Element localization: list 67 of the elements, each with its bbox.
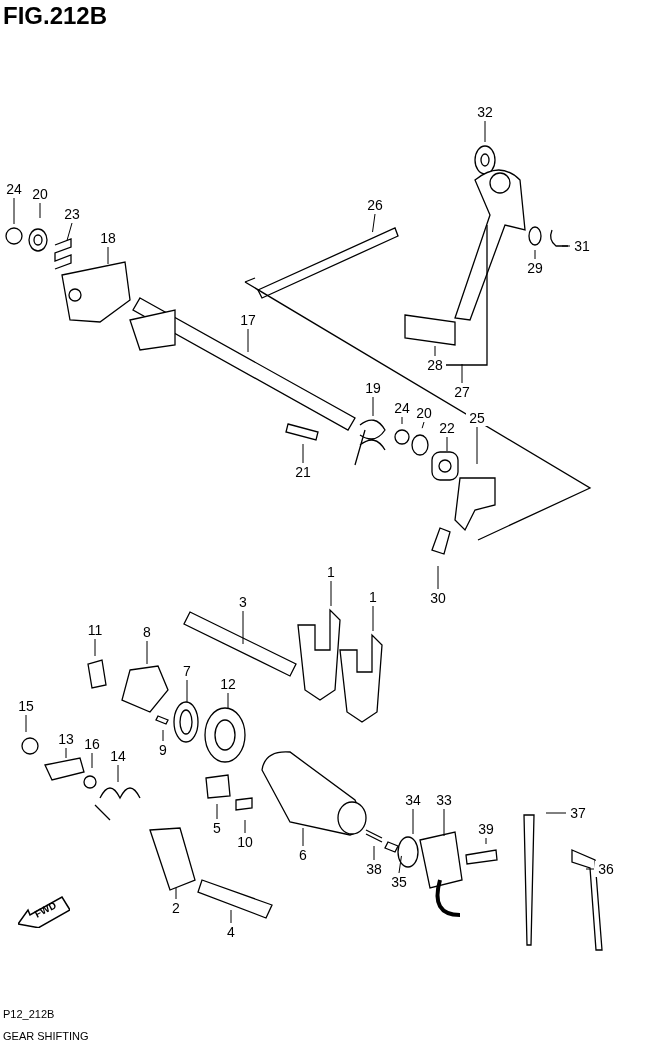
leader-line [91,752,93,769]
leader-line [401,416,403,425]
leader-line [13,197,15,225]
leader-line [227,692,229,709]
leader-line [66,222,73,241]
leader-line [545,812,567,814]
leader-line [94,638,96,657]
callout-number: 32 [474,104,496,120]
leader-line [373,845,375,861]
callout-number: 25 [466,410,488,426]
figure-caption: GEAR SHIFTING [3,1030,89,1042]
leader-line [561,245,571,247]
leader-line [244,819,246,834]
callout-number: 33 [433,792,455,808]
leader-line [461,363,463,384]
leader-line [230,909,232,924]
leader-line [476,426,478,465]
leader-line [242,610,244,645]
leader-line [372,213,376,233]
leader-line [446,436,448,452]
callout-number: 28 [424,357,446,373]
leader-line [330,580,332,607]
leader-line [175,887,177,900]
leader-line [162,729,164,742]
callout-number: 26 [364,197,386,213]
leader-line [398,855,402,874]
leader-line [186,679,188,703]
callout-number: 34 [402,792,424,808]
leader-line [534,249,536,260]
leader-line [412,808,414,835]
callout-number: 20 [29,186,51,202]
leader-line [437,565,439,590]
callout-number: 39 [475,821,497,837]
leader-line [25,714,27,733]
leader-line [216,803,218,820]
leader-line [302,827,304,847]
callout-number: 27 [451,384,473,400]
callout-number: 20 [413,405,435,421]
callout-number: 21 [292,464,314,480]
callout-number: 30 [427,590,449,606]
callout-number: 23 [61,206,83,222]
callout-number: 24 [391,400,413,416]
leader-line [117,764,119,783]
leader-line [421,421,425,429]
leader-line [585,868,595,870]
leader-line [247,328,249,353]
leader-line [146,640,148,665]
leader-line [443,808,445,837]
leader-line [39,202,41,219]
leader-line [484,120,486,143]
leader-line [372,396,374,417]
callout-number: 24 [3,181,25,197]
leader-line [302,443,304,464]
callout-number: 35 [388,874,410,890]
callout-number: 38 [363,861,385,877]
leader-line [372,605,374,632]
callout-number: 36 [595,861,617,877]
callout-number: 37 [567,805,589,821]
figure-title: FIG.212B [3,2,108,30]
leader-line [434,345,436,357]
leader-line [65,747,67,759]
callout-number: 31 [571,238,593,254]
figure-code: P12_212B [3,1008,55,1020]
leader-line [107,246,109,265]
leader-line [485,837,487,845]
callout-number: 29 [524,260,546,276]
callout-number: 22 [436,420,458,436]
